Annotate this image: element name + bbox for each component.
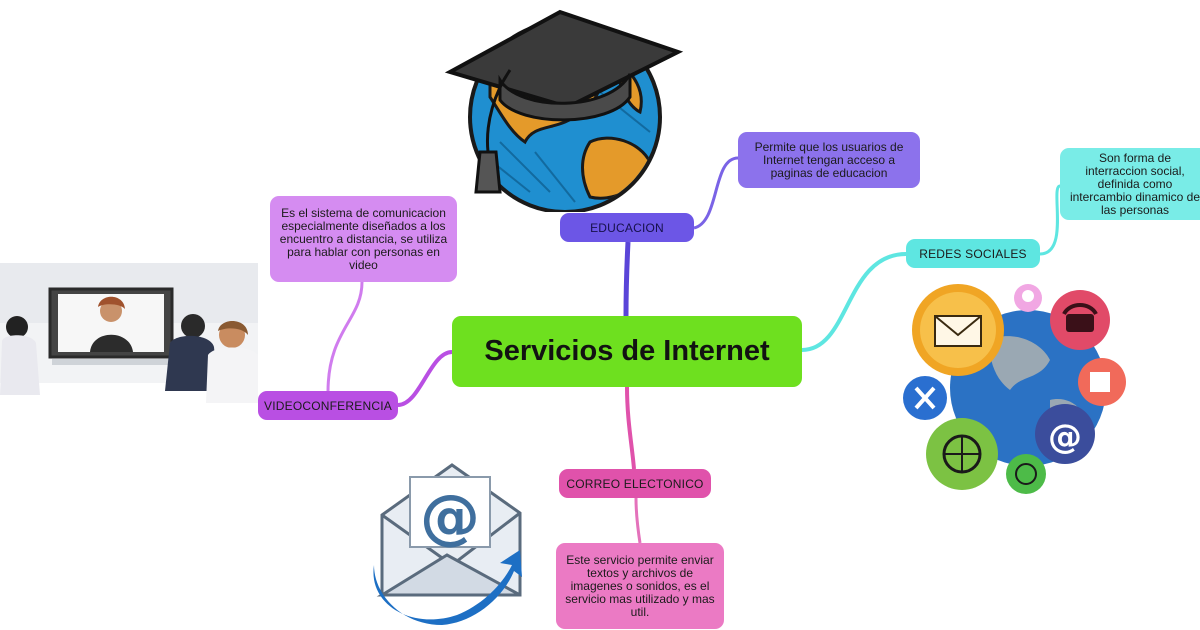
- note-videoconferencia[interactable]: Es el sistema de comunicacion especialme…: [270, 196, 457, 282]
- topic-educacion[interactable]: EDUCACION: [560, 213, 694, 242]
- topic-redes-sociales[interactable]: REDES SOCIALES: [906, 239, 1040, 268]
- connector-educacion: [623, 241, 631, 317]
- note-correo-electronico[interactable]: Este servicio permite enviar textos y ar…: [556, 543, 724, 629]
- topic-correo-electronico[interactable]: CORREO ELECTONICO: [559, 469, 711, 498]
- email-envelope-icon: @: [373, 463, 522, 625]
- connector-redes-note: [1039, 184, 1062, 256]
- connector-educacion-note: [693, 156, 739, 230]
- topic-videoconferencia[interactable]: VIDEOCONFERENCIA: [258, 391, 398, 420]
- connector-redes: [801, 252, 907, 352]
- svg-text:@: @: [1048, 417, 1082, 457]
- note-educacion[interactable]: Permite que los usuarios de Internet ten…: [738, 132, 920, 188]
- connector-video: [397, 350, 453, 407]
- video-conference-photo: [0, 263, 258, 435]
- connector-video-note: [326, 281, 364, 393]
- graduation-globe-icon: [444, 9, 684, 212]
- note-redes-sociales[interactable]: Son forma de interraccion social, defini…: [1060, 148, 1200, 220]
- connector-correo-note: [634, 497, 642, 544]
- social-network-globe-icon: @: [903, 284, 1126, 494]
- connector-correo: [625, 386, 636, 470]
- svg-text:@: @: [420, 482, 480, 552]
- central-topic[interactable]: Servicios de Internet: [452, 316, 802, 387]
